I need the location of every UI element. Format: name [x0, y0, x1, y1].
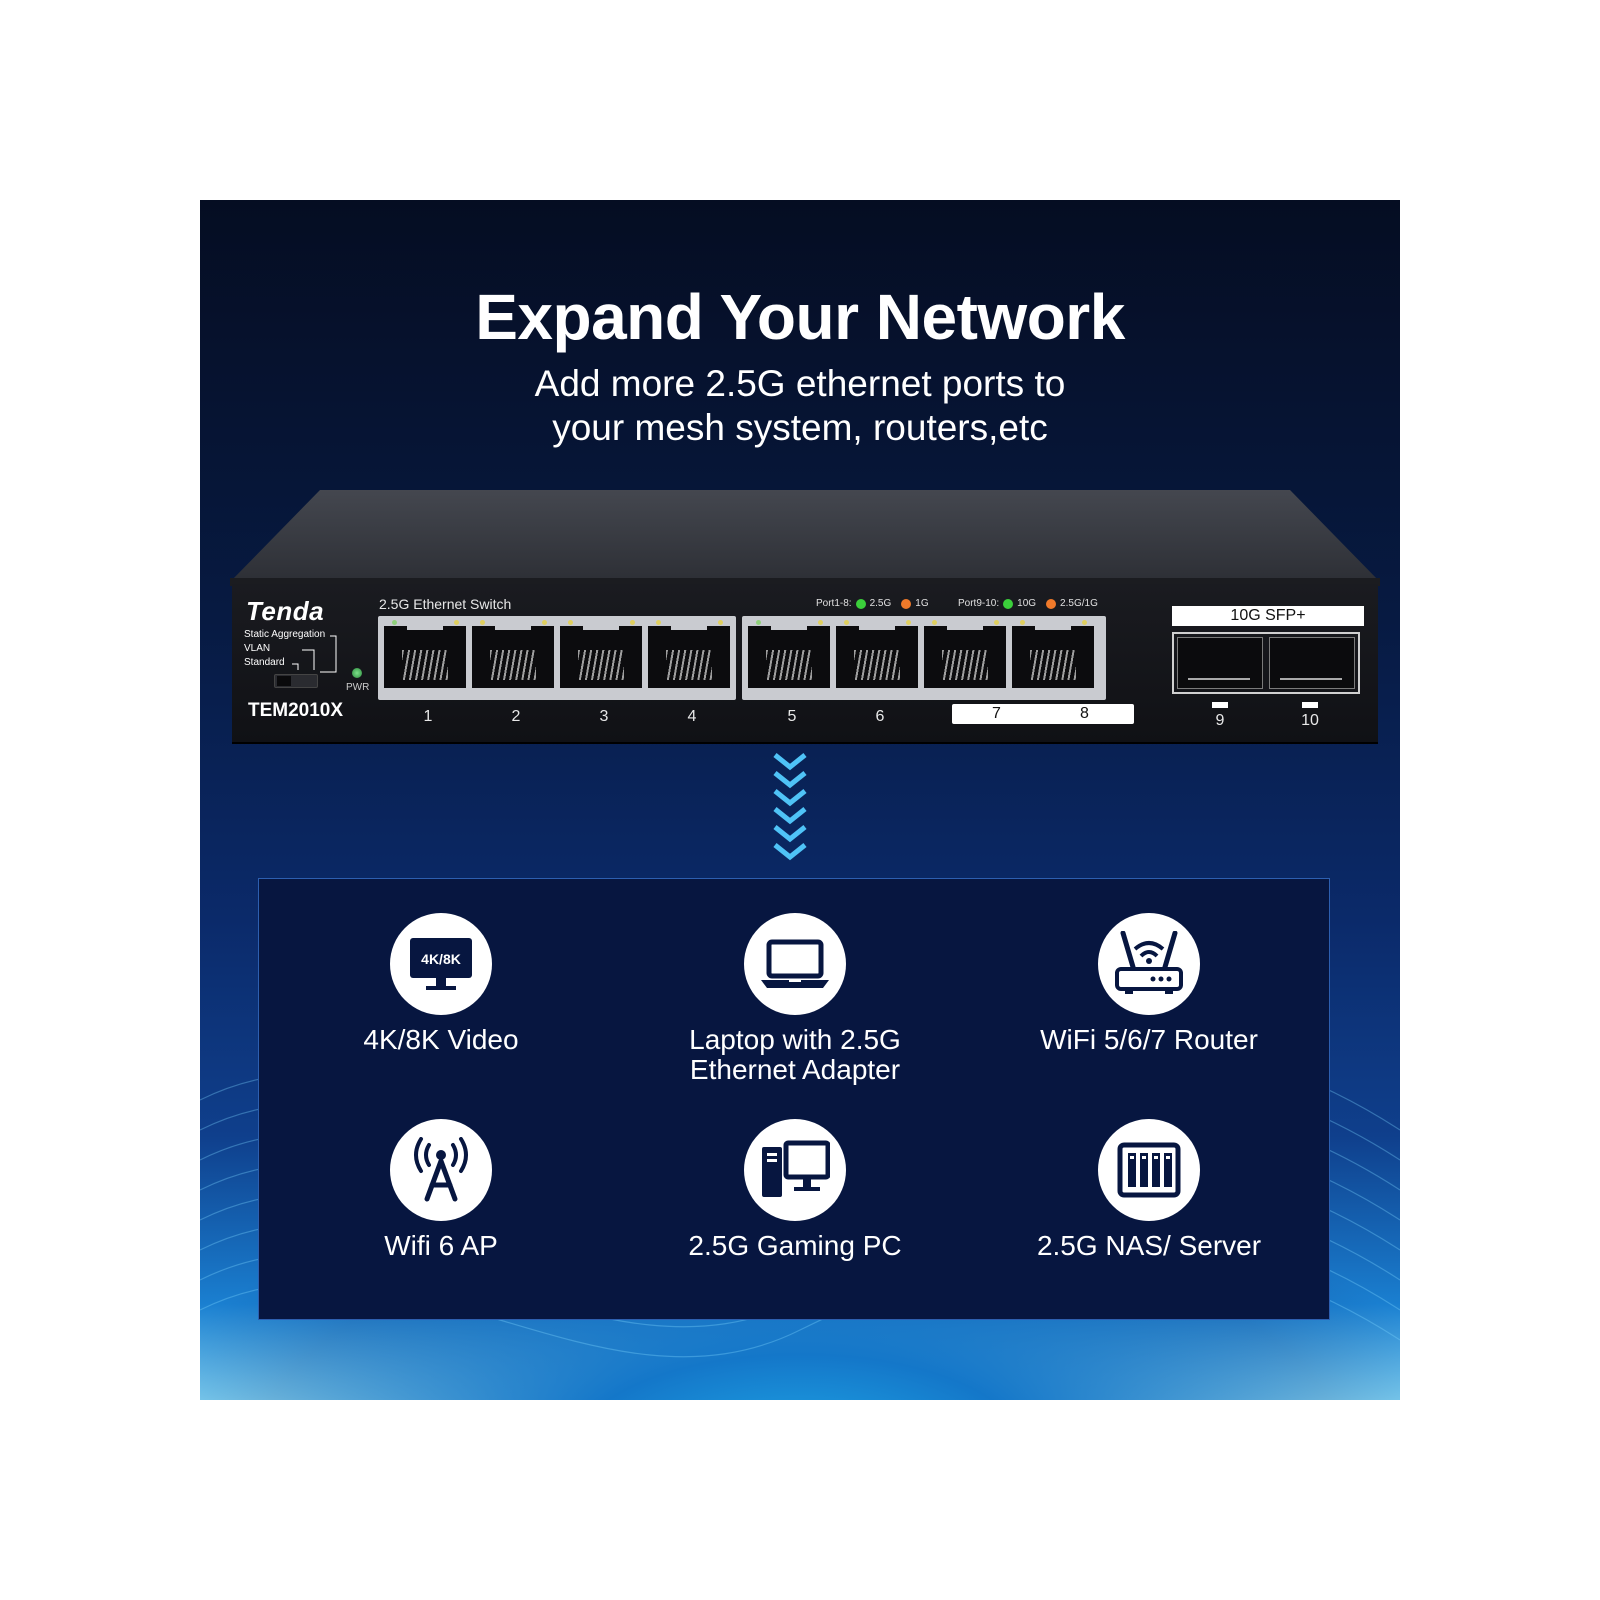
- sfp-number-10: 10: [1301, 712, 1319, 729]
- switch-front-panel: Tenda Static Aggregation VLAN Standard P…: [232, 584, 1378, 744]
- ethernet-port-8[interactable]: [1012, 618, 1094, 688]
- nas-server-icon: [1098, 1119, 1200, 1221]
- port-number-8: 8: [1080, 705, 1089, 722]
- router-icon: [1098, 913, 1200, 1015]
- device-item-ap: Wifi 6 AP: [271, 1119, 611, 1261]
- device-item-laptop: Laptop with 2.5G Ethernet Adapter: [625, 913, 965, 1085]
- sfp-number-9: 9: [1215, 712, 1225, 729]
- device-item-nas: 2.5G NAS/ Server: [979, 1119, 1319, 1261]
- port-number-2: 2: [511, 708, 521, 725]
- ethernet-port-7[interactable]: [924, 618, 1006, 688]
- power-label: PWR: [346, 682, 370, 693]
- legend-ports-1-8: Port1-8: 2.5G 1G: [816, 598, 929, 609]
- brand-logo: Tenda: [246, 596, 325, 626]
- chevron-down-icon: [773, 753, 807, 861]
- ethernet-port-3[interactable]: [560, 618, 642, 688]
- device-label-nas: 2.5G NAS/ Server: [1036, 1230, 1262, 1261]
- mode-switch-toggle[interactable]: [274, 674, 318, 688]
- mode-label-standard: Standard: [244, 657, 285, 668]
- sfp-port-10[interactable]: [1269, 637, 1355, 689]
- port-number-7: 7: [992, 705, 1001, 722]
- device-item-pc: 2.5G Gaming PC: [625, 1119, 965, 1261]
- ethernet-port-4[interactable]: [648, 618, 730, 688]
- green-led-icon: [1003, 598, 1014, 609]
- ethernet-port-6[interactable]: [836, 618, 918, 688]
- port-number-3: 3: [599, 708, 609, 725]
- mode-label-static-aggregation: Static Aggregation: [244, 629, 326, 640]
- laptop-icon: [744, 913, 846, 1015]
- mode-label-vlan: VLAN: [244, 643, 271, 654]
- port-number-bar-7-8: 7 8: [952, 704, 1134, 724]
- ethernet-port-5[interactable]: [748, 618, 830, 688]
- port-group-1-4: [378, 616, 736, 700]
- legend-ports-9-10: Port9-10: 10G 2.5G/1G: [958, 598, 1098, 609]
- orange-led-icon: [901, 598, 912, 609]
- access-point-icon: [390, 1119, 492, 1221]
- monitor-4k8k-icon: 4K/8K: [390, 913, 492, 1015]
- port-number-1: 1: [423, 708, 433, 725]
- device-label-router: WiFi 5/6/7 Router: [1040, 1024, 1258, 1055]
- sfp-port-9[interactable]: [1177, 637, 1263, 689]
- headline: Expand Your Network: [475, 281, 1125, 353]
- green-led-icon: [855, 598, 866, 609]
- network-switch: Tenda Static Aggregation VLAN Standard P…: [230, 490, 1380, 750]
- port-number-6: 6: [875, 708, 885, 725]
- device-label-video: 4K/8K Video: [363, 1024, 519, 1055]
- sfp-label: 10G SFP+: [1172, 606, 1364, 626]
- device-label-pc: 2.5G Gaming PC: [688, 1230, 902, 1261]
- orange-led-icon: [1046, 598, 1057, 609]
- subheadline: Add more 2.5G ethernet ports to your mes…: [534, 363, 1066, 448]
- ethernet-port-1[interactable]: [384, 618, 466, 688]
- device-label-laptop: Laptop with 2.5G Ethernet Adapter: [689, 1024, 901, 1085]
- port-number-5: 5: [787, 708, 797, 725]
- device-label-ap: Wifi 6 AP: [384, 1230, 498, 1261]
- sfp-cage: [1172, 632, 1360, 694]
- mode-labels: Static Aggregation VLAN Standard: [244, 628, 325, 670]
- compatible-devices-panel: 4K/8K 4K/8K Video Laptop with 2.5G Ether…: [258, 878, 1330, 1320]
- port-group-5-8: [742, 616, 1106, 700]
- port-number-4: 4: [687, 708, 697, 725]
- model-number: TEM2010X: [248, 700, 344, 721]
- ethernet-port-2[interactable]: [472, 618, 554, 688]
- device-item-video: 4K/8K 4K/8K Video: [271, 913, 611, 1055]
- switch-title: 2.5G Ethernet Switch: [379, 596, 512, 612]
- svg-text:4K/8K: 4K/8K: [421, 951, 461, 967]
- device-item-router: WiFi 5/6/7 Router: [979, 913, 1319, 1055]
- switch-top-cover: [230, 490, 1380, 582]
- desktop-pc-icon: [744, 1119, 846, 1221]
- product-banner: Expand Your Network Add more 2.5G ethern…: [200, 200, 1400, 1400]
- power-led: [352, 668, 362, 678]
- mode-connector-lines: [292, 635, 337, 673]
